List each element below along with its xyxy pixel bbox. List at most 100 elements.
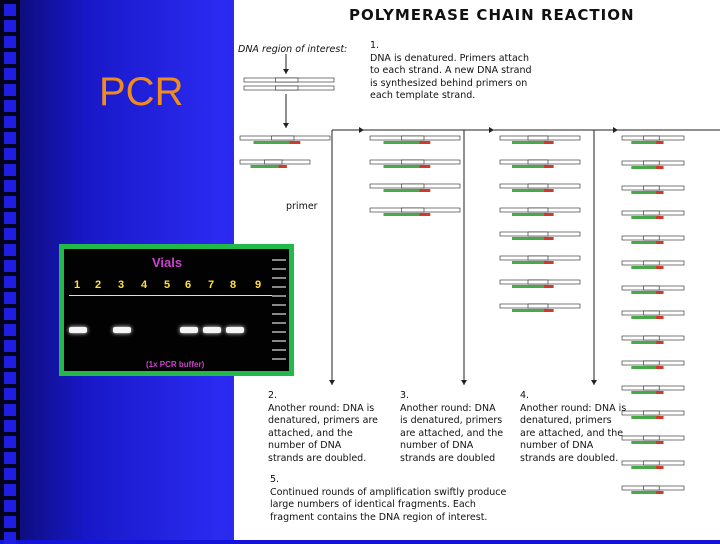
new-strand [631, 466, 663, 469]
gel-electrophoresis-image: Vials 1 2 3 4 5 6 7 8 9 (1x PCR buffer) [59, 244, 294, 376]
new-strand [512, 261, 552, 264]
decorative-square [4, 196, 16, 208]
primer [656, 441, 664, 444]
region-of-interest [643, 335, 660, 341]
decorative-square [4, 404, 16, 416]
decorative-square [4, 356, 16, 368]
decorative-square [4, 164, 16, 176]
new-strand [631, 266, 663, 269]
decorative-square [4, 388, 16, 400]
slide-title: PCR [99, 70, 184, 114]
decorative-square [4, 276, 16, 288]
new-strand [631, 416, 663, 419]
step4-caption: 4. Another round: DNA is denatured, prim… [520, 390, 626, 465]
step3-line: Another round: DNA [400, 402, 496, 414]
step2-caption: 2. Another round: DNA is denatured, prim… [268, 390, 378, 465]
primer [656, 416, 664, 419]
step5-caption: 5. Continued rounds of amplification swi… [270, 474, 506, 524]
region-of-interest [271, 135, 295, 141]
region-of-interest [401, 183, 425, 189]
region-of-interest [643, 285, 660, 291]
region-of-interest [643, 260, 660, 266]
new-strand [512, 237, 552, 240]
lane-label: 2 [95, 279, 102, 291]
region-of-interest [401, 207, 425, 213]
lane-label: 5 [164, 279, 171, 291]
decorative-square [4, 500, 16, 512]
primer [544, 213, 554, 216]
primer [544, 165, 554, 168]
new-strand [512, 213, 552, 216]
new-strand [383, 141, 429, 144]
new-strand [383, 189, 429, 192]
arrow-head [283, 123, 289, 128]
region-of-interest [643, 235, 660, 241]
primer [656, 141, 664, 144]
region-of-interest [527, 183, 549, 189]
new-strand [631, 391, 663, 394]
step4-line: strands are doubled. [520, 452, 619, 464]
arrow-head [359, 127, 364, 133]
primer [544, 237, 554, 240]
primer [544, 141, 554, 144]
region-of-interest [643, 385, 660, 391]
region-of-interest [264, 159, 283, 165]
pcr-diagram-panel: POLYMERASE CHAIN REACTION DNA region of … [234, 0, 720, 540]
lane-label: 4 [141, 279, 148, 291]
step4-number: 4. [520, 390, 530, 401]
region-of-interest [401, 159, 425, 165]
new-strand [631, 166, 663, 169]
step3-caption: 3. Another round: DNA is denatured, prim… [400, 390, 503, 465]
region-of-interest [643, 210, 660, 216]
well-line [69, 295, 284, 296]
gel-title: Vials [152, 255, 183, 270]
step2-line: denatured, primers are [268, 415, 378, 426]
new-strand [631, 366, 663, 369]
decorative-square [4, 436, 16, 448]
region-of-interest [275, 77, 299, 83]
arrow-head [613, 127, 618, 133]
region-of-interest [643, 160, 660, 166]
step2-line: attached, and the [268, 427, 353, 439]
step3-line: is denatured, primers [400, 415, 503, 426]
new-strand [253, 141, 299, 144]
step2-line: number of DNA [268, 440, 342, 451]
decorative-square [4, 372, 16, 384]
new-strand [512, 309, 552, 312]
step1-line: each template strand. [370, 90, 476, 101]
region-label: DNA region of interest: [238, 44, 348, 55]
step3-number: 3. [400, 390, 410, 401]
primer [419, 213, 431, 216]
new-strand [631, 491, 663, 494]
primer [289, 141, 301, 144]
step5-line: large numbers of identical fragments. Ea… [270, 499, 476, 510]
decorative-square [4, 324, 16, 336]
region-of-interest [527, 231, 549, 237]
new-strand [512, 141, 552, 144]
new-strand [631, 191, 663, 194]
primer [656, 266, 664, 269]
decorative-square [4, 292, 16, 304]
region-of-interest [643, 135, 660, 141]
region-of-interest [643, 310, 660, 316]
step1-caption: 1. DNA is denatured. Primers attach to e… [370, 40, 532, 103]
primer [419, 141, 431, 144]
region-of-interest [643, 360, 660, 366]
region-of-interest [527, 159, 549, 165]
decorative-square [4, 68, 16, 80]
primer [544, 309, 554, 312]
decorative-square [4, 20, 16, 32]
step4-line: number of DNA [520, 440, 594, 451]
gel-band [69, 327, 87, 333]
diagram-title: POLYMERASE CHAIN REACTION [349, 6, 635, 24]
step1-number: 1. [370, 40, 380, 51]
step3-line: number of DNA [400, 440, 474, 451]
decorative-square [4, 484, 16, 496]
decorative-square [4, 132, 16, 144]
primer-label: primer [286, 201, 318, 212]
primer [544, 189, 554, 192]
region-of-interest [643, 435, 660, 441]
arrow-head [489, 127, 494, 133]
new-strand [631, 316, 663, 319]
step5-line: Continued rounds of amplification swiftl… [270, 486, 507, 498]
